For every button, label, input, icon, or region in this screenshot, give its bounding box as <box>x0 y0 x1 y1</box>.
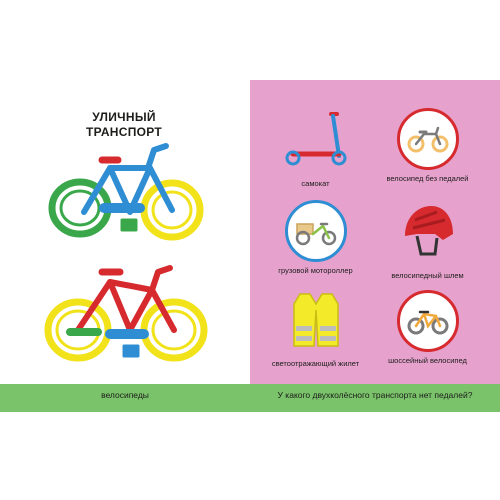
page-title: УЛИЧНЫЙ ТРАНСПОРТ <box>64 110 184 140</box>
title-line-2: ТРАНСПОРТ <box>85 125 163 139</box>
title-line-1: УЛИЧНЫЙ <box>92 110 156 124</box>
item-balance-bike: велосипед без педалей <box>370 108 485 183</box>
icon-circle <box>396 290 459 352</box>
bicycle-illustration-top <box>48 143 204 241</box>
book-spread: УЛИЧНЫЙ ТРАНСПОРТ <box>0 80 500 412</box>
bottom-green-bar <box>0 384 500 412</box>
left-caption: велосипеды <box>101 390 149 400</box>
bicycle-illustration-bottom <box>44 265 208 362</box>
right-page: самокат велосипед без педалей <box>250 80 500 412</box>
item-vest: светоотражающий жилет <box>258 290 373 368</box>
item-label: самокат <box>301 179 330 188</box>
item-label: светоотражающий жилет <box>271 359 360 368</box>
cargo-bike-icon <box>295 222 336 246</box>
scooter-icon <box>285 112 346 166</box>
item-label: шоссейный велосипед <box>388 356 467 365</box>
helmet-icon <box>404 206 453 256</box>
item-helmet: велосипедный шлем <box>370 200 485 280</box>
item-cargo-bike: грузовой мотороллер <box>258 200 373 275</box>
icon-circle <box>284 200 347 262</box>
road-bike-icon <box>407 310 448 335</box>
item-label: велосипед без педалей <box>386 174 469 183</box>
left-page: УЛИЧНЫЙ ТРАНСПОРТ <box>0 80 250 412</box>
right-question: У какого двухколёсного транспорта нет пе… <box>277 390 473 400</box>
item-label: грузовой мотороллер <box>278 266 353 275</box>
vest-icon <box>292 293 339 347</box>
icon-circle <box>396 108 459 170</box>
item-road-bike: шоссейный велосипед <box>370 290 485 365</box>
item-label: велосипедный шлем <box>391 271 464 280</box>
item-scooter: самокат <box>258 108 373 188</box>
balance-bike-icon <box>407 126 448 153</box>
